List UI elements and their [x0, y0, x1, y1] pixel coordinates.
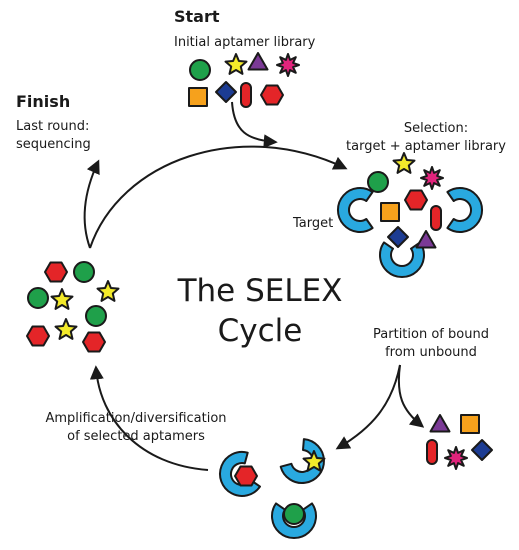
- target-molecule: [337, 187, 374, 233]
- red-pill-aptamer: [426, 439, 438, 465]
- aptamer-shapes: [26, 52, 493, 539]
- target-molecule: [379, 241, 425, 278]
- red-pill-aptamer: [240, 82, 252, 108]
- orange-square-aptamer: [460, 414, 480, 434]
- yellow-star-aptamer: [302, 450, 326, 472]
- red-pill-aptamer: [430, 205, 442, 231]
- red-hexagon-aptamer: [44, 261, 68, 283]
- blue-diamond-aptamer: [215, 81, 237, 103]
- green-circle-aptamer: [189, 59, 211, 81]
- red-hexagon-aptamer: [404, 189, 428, 211]
- green-circle-aptamer: [283, 503, 305, 525]
- selection-line2: target + aptamer library: [346, 139, 506, 154]
- yellow-star-aptamer: [54, 318, 78, 340]
- yellow-star-aptamer: [96, 280, 120, 302]
- start-heading: Start: [174, 7, 220, 26]
- orange-square-aptamer: [188, 87, 208, 107]
- red-hexagon-aptamer: [260, 84, 284, 106]
- green-circle-aptamer: [27, 287, 49, 309]
- arrow-partition-to-bound: [335, 364, 401, 450]
- selection-line1: Selection:: [403, 121, 469, 136]
- partition-line2: from unbound: [385, 345, 477, 360]
- title-line2: Cycle: [217, 313, 303, 349]
- blue-diamond-aptamer: [471, 439, 493, 461]
- purple-triangle-aptamer: [247, 52, 269, 71]
- purple-triangle-aptamer: [429, 414, 451, 433]
- arrow-to-selection: [89, 145, 348, 249]
- title-line1: The SELEX: [177, 273, 343, 309]
- target-label: Target: [293, 216, 334, 231]
- yellow-star-aptamer: [224, 53, 248, 75]
- blue-diamond-aptamer: [387, 226, 409, 248]
- yellow-star-aptamer: [50, 288, 74, 310]
- arrow-partition-to-unbound: [397, 364, 425, 428]
- finish-heading: Finish: [16, 92, 71, 111]
- amplification-line1: Amplification/diversification: [45, 411, 227, 426]
- orange-square-aptamer: [380, 202, 400, 222]
- red-hexagon-aptamer: [82, 331, 106, 353]
- start-caption: Initial aptamer library: [174, 35, 316, 50]
- red-hexagon-aptamer: [26, 325, 50, 347]
- magenta-burst-aptamer: [444, 446, 468, 470]
- purple-triangle-aptamer: [415, 230, 437, 249]
- green-circle-aptamer: [73, 261, 95, 283]
- yellow-star-aptamer: [392, 152, 416, 174]
- target-molecule: [271, 502, 317, 539]
- cycle-arrows: [83, 101, 425, 471]
- red-hexagon-aptamer: [234, 465, 258, 487]
- arrow-to-finish: [83, 159, 100, 249]
- arrow-start-to-selection: [231, 101, 278, 149]
- magenta-burst-aptamer: [420, 166, 444, 190]
- finish-caption-line1: Last round:: [16, 119, 90, 134]
- arrow-amplification-to-pool: [89, 365, 209, 471]
- target-molecule: [446, 187, 483, 233]
- partition-line1: Partition of bound: [373, 327, 489, 342]
- green-circle-aptamer: [85, 305, 107, 327]
- magenta-burst-aptamer: [276, 53, 300, 77]
- amplification-line2: of selected aptamers: [67, 429, 205, 444]
- finish-caption-line2: sequencing: [16, 137, 91, 152]
- green-circle-aptamer: [367, 171, 389, 193]
